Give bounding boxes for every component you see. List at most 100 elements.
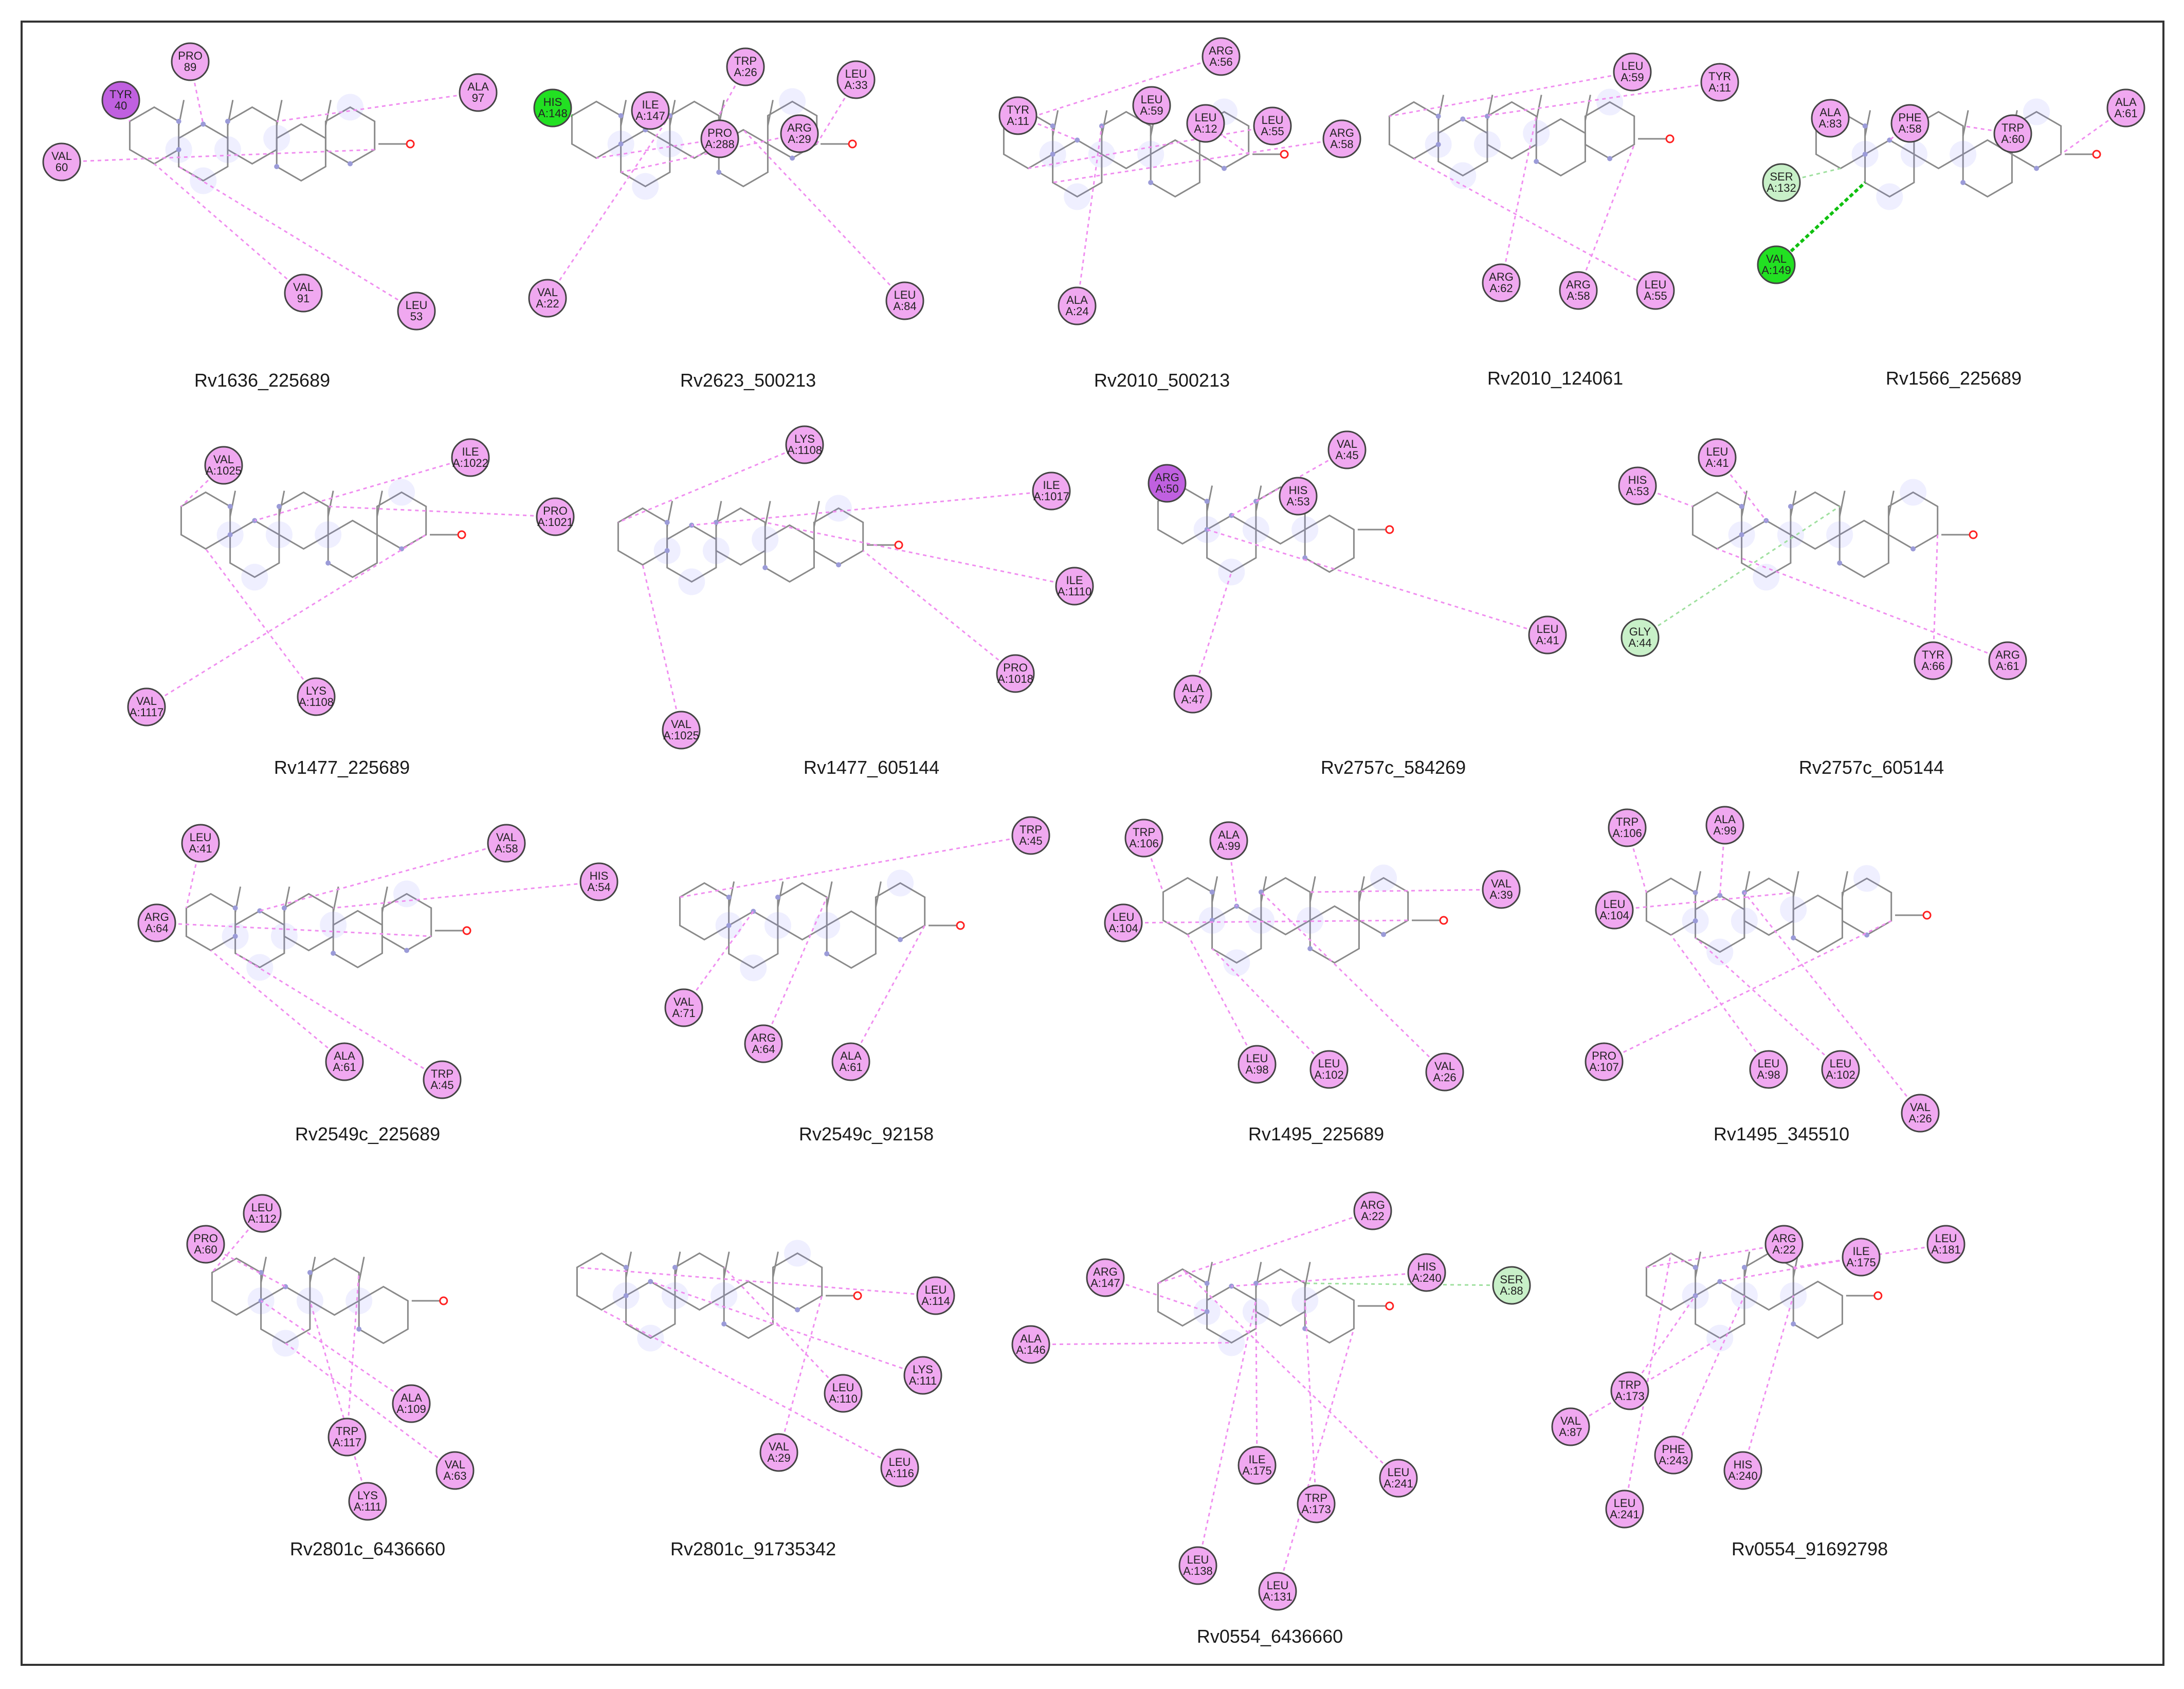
ligand-bond: [1864, 110, 1871, 136]
residue-circle: [885, 281, 924, 320]
ligand-bond: [1309, 876, 1316, 902]
residue-label-line: VAL: [537, 286, 558, 299]
oxygen-atom: [457, 530, 466, 539]
ligand-atom: [257, 908, 263, 914]
ligand-atom: [664, 548, 670, 553]
residue-circle: [42, 142, 81, 181]
oxygen-atom: [1969, 530, 1978, 539]
oxygen-atom: [1385, 525, 1394, 534]
residue-label-line: A:22: [1772, 1243, 1795, 1256]
residue-label-line: A:45: [430, 1079, 453, 1092]
interaction-line: [178, 166, 417, 312]
residue-label-line: A:102: [1314, 1068, 1344, 1081]
residue-label-line: LEU: [1935, 1232, 1957, 1245]
ligand-bond: [1584, 95, 1591, 121]
panel-label: Rv2757c_584269: [1321, 757, 1466, 778]
residue-circle: [397, 292, 436, 331]
interaction-line: [1389, 71, 1633, 117]
interaction-line: [1076, 125, 1103, 306]
ligand-atom: [404, 948, 410, 953]
residue-label-line: ALA: [1714, 813, 1736, 826]
ligand-atom: [1435, 114, 1441, 119]
residue-label-line: A:106: [1612, 827, 1642, 840]
ligand-bond: [1790, 491, 1797, 517]
ligand-bond: [1695, 1251, 1702, 1278]
ligand-atom: [1739, 532, 1744, 537]
residue-label-line: HIS: [1289, 484, 1308, 497]
ligand-atom: [1960, 180, 1966, 185]
residue-circle: [451, 438, 490, 477]
residue-label-line: LEU: [1604, 898, 1626, 911]
hydrophobic-halo: [1297, 907, 1324, 934]
ligand-atom: [227, 504, 233, 509]
ligand-atom: [1209, 889, 1215, 895]
residue-circle: [459, 73, 498, 112]
residue-label-line: PRO: [543, 504, 568, 517]
residue-label-line: A:58: [1567, 289, 1590, 302]
residue-label-line: TRP: [336, 1425, 358, 1438]
residue-label-line: A:58: [1898, 122, 1921, 135]
ligand-atom: [1910, 546, 1916, 552]
residue-label-line: LYS: [357, 1489, 378, 1502]
interaction-line: [2060, 107, 2126, 155]
ligand-bond: [620, 100, 627, 126]
residue-label-line: A:175: [1242, 1464, 1272, 1477]
residue-label-line: A:111: [354, 1500, 381, 1513]
residue-label-line: HIS: [1628, 474, 1647, 486]
ligand-atom: [1607, 156, 1613, 161]
residue-circle: [1425, 1052, 1464, 1092]
residue-label-line: A:64: [752, 1043, 775, 1056]
ligand-bond: [1101, 110, 1108, 136]
residue-label-line: A:102: [1826, 1068, 1855, 1081]
residue-label-line: A:147: [1090, 1277, 1120, 1290]
hydrophobic-halo: [1473, 131, 1501, 158]
residue-circle: [1237, 1446, 1277, 1485]
interaction-line: [254, 457, 471, 521]
residue-circle: [1237, 1045, 1277, 1084]
residue-circle: [1914, 641, 1953, 680]
residue-label-line: ILE: [1248, 1453, 1265, 1466]
ligand-atom: [726, 923, 732, 928]
residue-label-line: HIS: [590, 869, 609, 882]
residue-label-line: LEU: [832, 1381, 854, 1394]
residue-circle: [533, 88, 572, 128]
residue-label-line: ILE: [1066, 574, 1083, 587]
ligand-atom: [726, 895, 732, 900]
residue-label-line: PRO: [707, 126, 732, 139]
residue-label-line: A:11: [1708, 81, 1731, 94]
residue-label-line: A:53: [1286, 495, 1309, 508]
interaction-line: [1716, 457, 1767, 521]
ligand-bond: [309, 1257, 316, 1283]
residue-circle: [996, 654, 1035, 693]
residue-circle: [1202, 37, 1241, 76]
residue-label-line: A:84: [893, 300, 916, 313]
residue-circle: [1528, 615, 1567, 655]
residue-label-line: VAL: [671, 718, 691, 731]
residue-label-line: A:1018: [997, 673, 1033, 685]
